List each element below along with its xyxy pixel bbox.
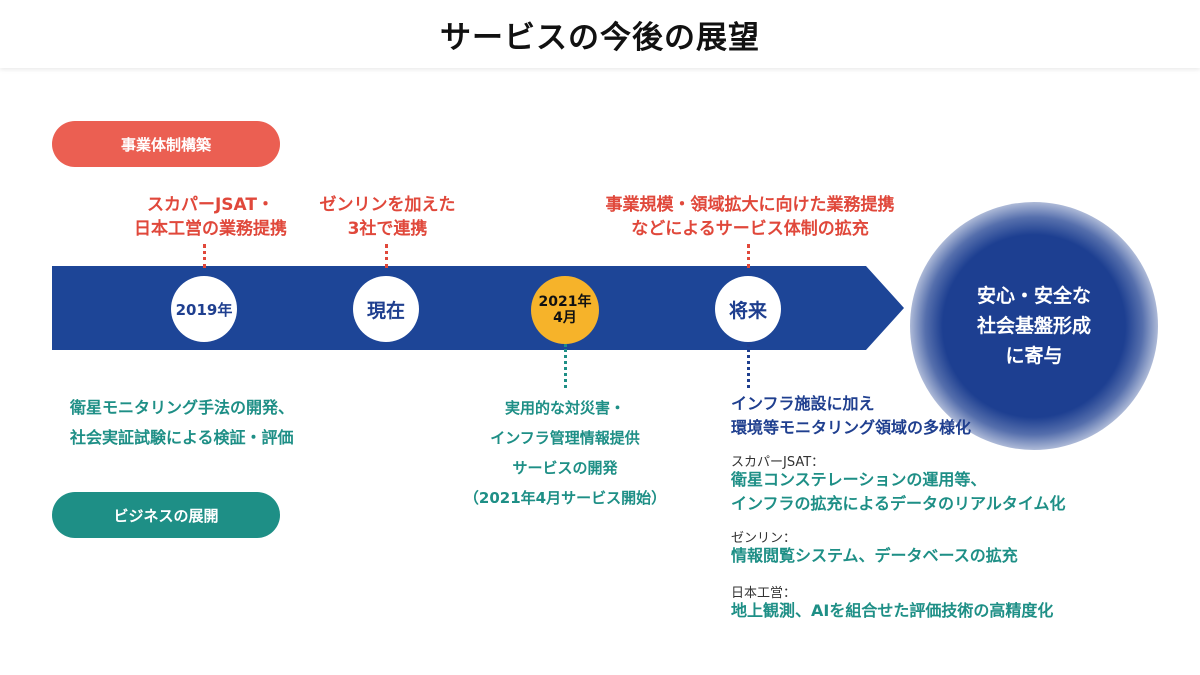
partner-jsat-detail: 衛星コンステレーションの運用等、 インフラの拡充によるデータのリアルタイム化 [731, 470, 1066, 513]
milestone-2021-april: 2021年 4月 [531, 276, 599, 344]
connector-2021 [564, 344, 567, 388]
timeline-arrow-body [52, 266, 904, 350]
note-monitoring-development: 衛星モニタリング手法の開発、 社会実証試験による検証・評価 [70, 398, 295, 447]
page-title: サービスの今後の展望 [440, 19, 760, 56]
partner-nippon-koei-name: 日本工営： [731, 586, 797, 601]
note-jsat-nippon-koei-partnership: スカパーJSAT・ 日本工営の業務提携 [134, 195, 287, 239]
partner-zenrin-detail: 情報閲覧システム、データベースの拡充 [731, 546, 1018, 565]
milestone-future: 将来 [715, 276, 781, 342]
connector-2019 [203, 244, 206, 268]
goal-text: 安心・安全な 社会基盤形成 に寄与 [976, 285, 1091, 367]
page-header: サービスの今後の展望 [0, 0, 1200, 68]
milestone-2019: 2019年 [171, 276, 237, 342]
connector-now [385, 244, 388, 268]
note-service-expansion: 事業規模・領域拡大に向けた業務提携 などによるサービス体制の拡充 [605, 195, 895, 239]
business-expansion-label: ビジネスの展開 [52, 492, 280, 538]
milestone-now: 現在 [353, 276, 419, 342]
partner-jsat-name: スカパーJSAT： [731, 455, 825, 470]
note-future-diversification: インフラ施設に加え 環境等モニタリング領域の多様化 [731, 394, 972, 437]
note-zenrin-joins: ゼンリンを加えた 3社で連携 [319, 195, 456, 239]
partner-zenrin-name: ゼンリン： [731, 531, 797, 546]
business-structure-label: 事業体制構築 [52, 121, 280, 167]
partner-nippon-koei-detail: 地上観測、AIを組合せた評価技術の高精度化 [731, 601, 1054, 620]
connector-future-bottom [747, 344, 750, 388]
note-service-launch: 実用的な対災害・ インフラ管理情報提供 サービスの開発 （2021年4月サービス… [463, 399, 667, 507]
goal-circle: 安心・安全な 社会基盤形成 に寄与 [910, 202, 1158, 450]
connector-future-top [747, 244, 750, 268]
